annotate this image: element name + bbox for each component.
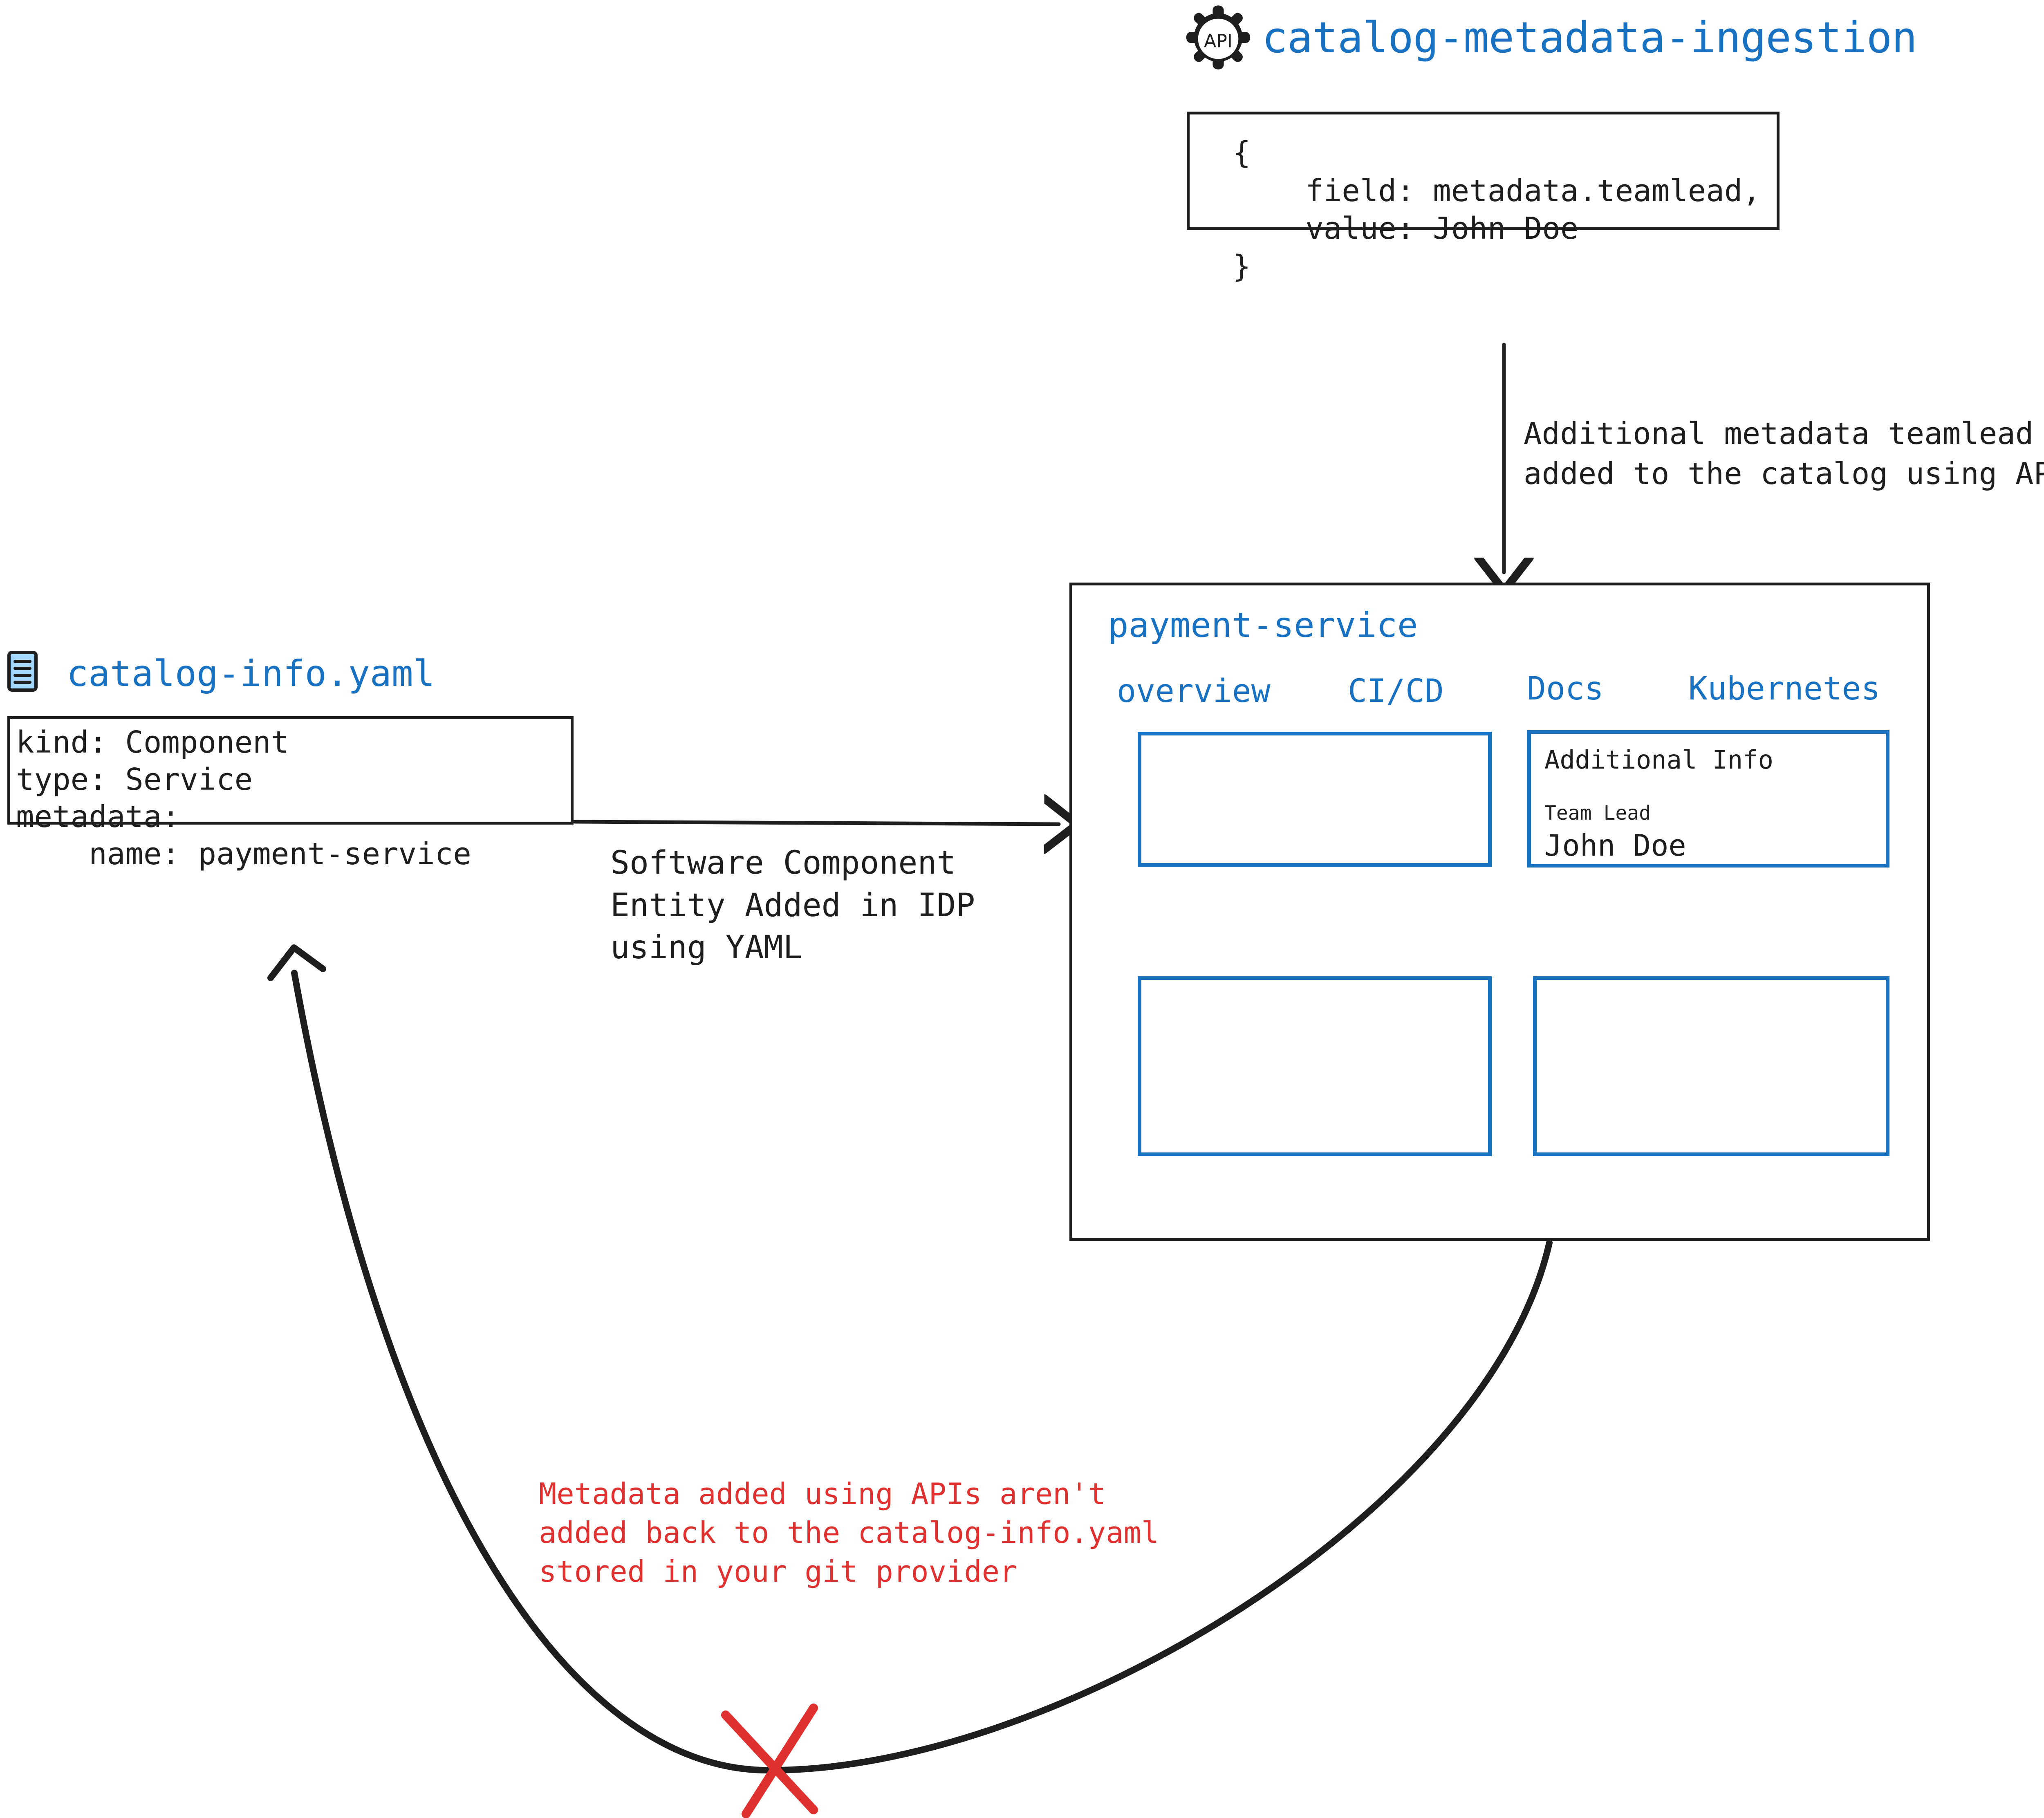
api-code-box: { field: metadata.teamlead, value: John …	[1187, 112, 1780, 284]
api-icon-label: API	[1204, 31, 1233, 52]
additional-info-heading: Additional Info	[1544, 745, 1773, 775]
yaml-file-icon	[7, 651, 38, 692]
api-code-text: { field: metadata.teamlead, value: John …	[1233, 135, 1761, 284]
yaml-to-service-arrow	[573, 822, 1059, 824]
yaml-arrow-label: Software Component Entity Added in IDP u…	[610, 845, 975, 966]
api-gear-icon: API	[1186, 5, 1251, 69]
warning-note: Metadata added using APIs aren't added b…	[539, 1477, 1159, 1589]
tab-overview[interactable]: overview	[1117, 673, 1271, 710]
yaml-node-title: catalog-info.yaml	[67, 652, 435, 695]
team-lead-value: John Doe	[1544, 828, 1686, 863]
team-lead-label: Team Lead	[1544, 802, 1651, 825]
yaml-code-text: kind: Component type: Service metadata: …	[16, 725, 471, 872]
yaml-code-box: kind: Component type: Service metadata: …	[7, 716, 574, 872]
service-panel-title: payment-service	[1108, 605, 1418, 645]
card-bottom-left	[1138, 976, 1492, 1156]
api-node-title: catalog-metadata-ingestion	[1262, 13, 1917, 63]
card-additional-info	[1527, 730, 1889, 868]
tab-docs[interactable]: Docs	[1527, 670, 1604, 707]
card-bottom-right	[1533, 976, 1889, 1156]
api-arrow-label: Additional metadata teamlead added to th…	[1524, 416, 2044, 491]
red-x-cross-icon	[721, 1704, 818, 1818]
tab-cicd[interactable]: CI/CD	[1348, 673, 1444, 710]
tab-kubernetes[interactable]: Kubernetes	[1688, 670, 1880, 707]
card-top-left	[1138, 732, 1492, 867]
